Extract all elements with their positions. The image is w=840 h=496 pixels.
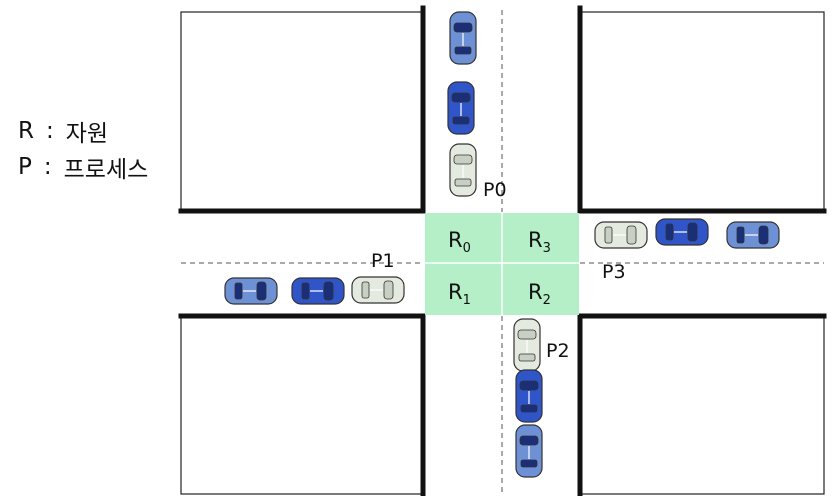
car-east-3-icon [726, 221, 780, 249]
legend-p-value: 프로세스 [63, 157, 149, 183]
intersection [425, 213, 579, 315]
process-label-p1: P1 [371, 250, 395, 272]
resource-label-r3: R3 [528, 228, 551, 256]
car-south-1-icon [513, 318, 541, 372]
block-top-left [180, 11, 424, 211]
resource-labels: R0 R3 R1 R2 [448, 228, 551, 308]
car-east-2-icon [655, 218, 709, 246]
resource-cell-r3 [502, 213, 579, 263]
resource-label-r0: R0 [448, 228, 471, 256]
car-south-3-icon [515, 424, 543, 478]
car-west-2-icon [291, 277, 345, 305]
block-bottom-left [180, 315, 424, 495]
process-label-p3: P3 [602, 261, 626, 283]
car-north-1-icon [449, 11, 477, 65]
legend-separator: : [45, 118, 54, 144]
cars [224, 11, 780, 478]
centre-lines [181, 10, 824, 494]
car-north-2-icon [447, 81, 475, 135]
legend-r-value: 자원 [65, 121, 109, 147]
car-south-2-icon [515, 369, 543, 423]
block-bottom-right [579, 315, 825, 495]
legend: R : 자원 P : 프로세스 [18, 114, 148, 184]
legend-r-key: R [18, 118, 34, 144]
process-labels: P0 P1 P2 P3 [371, 179, 626, 362]
city-blocks [180, 11, 825, 495]
resource-label-r2: R2 [528, 280, 551, 308]
resource-cell-r1 [425, 263, 502, 315]
car-west-3-icon [351, 276, 405, 304]
legend-separator: : [43, 154, 52, 180]
resource-cell-r2 [502, 263, 579, 315]
car-east-1-icon [594, 221, 648, 249]
process-label-p2: P2 [546, 340, 570, 362]
process-label-p0: P0 [483, 179, 507, 201]
legend-row-process: P : 프로세스 [18, 150, 148, 184]
resource-cell-r0 [425, 213, 502, 263]
car-west-1-icon [224, 277, 278, 305]
curbs [178, 5, 827, 496]
resource-label-r1: R1 [448, 280, 471, 308]
legend-row-resource: R : 자원 [18, 114, 148, 148]
block-top-right [579, 11, 825, 211]
car-north-3-icon [449, 143, 477, 197]
legend-p-key: P [18, 154, 32, 180]
